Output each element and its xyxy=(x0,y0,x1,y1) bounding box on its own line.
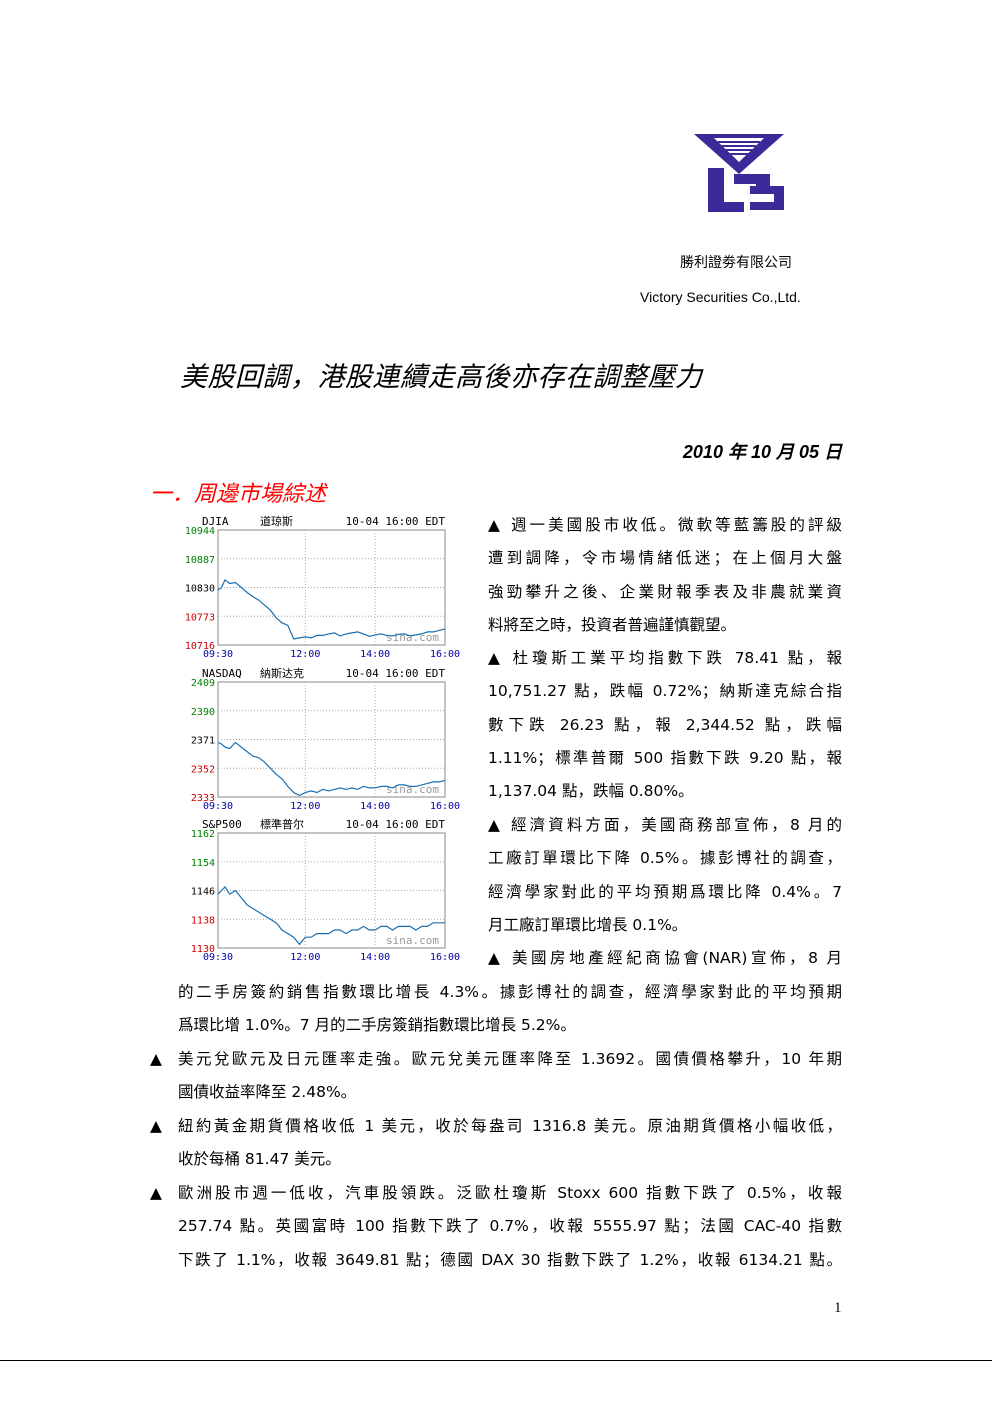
chart-timestamp: 10-04 16:00 EDT xyxy=(346,667,446,680)
footer-divider xyxy=(0,1360,992,1361)
watermark: sina.com xyxy=(386,631,439,644)
x-tick-label: 12:00 xyxy=(290,649,320,660)
page-number: 1 xyxy=(834,1300,842,1316)
y-tick-label: 1138 xyxy=(191,915,215,926)
y-tick-label: 1154 xyxy=(191,858,215,869)
y-tick-label: 10944 xyxy=(185,526,215,537)
paragraph-nar-continued: 的二手房簽約銷售指數環比增長 4.3%。據彭博社的調查，經濟學家對此的平均預期 … xyxy=(178,976,842,1043)
text-line: ▲ 美國房地產經紀商協會(NAR)宣佈，8 月 xyxy=(488,949,842,967)
price-series-line xyxy=(217,885,445,946)
text-line: 工廠訂單環比下降 0.5%。據彭博社的調查， xyxy=(488,849,842,868)
chart-timestamp: 10-04 16:00 EDT xyxy=(346,515,446,528)
y-tick-label: 2371 xyxy=(191,736,215,747)
x-tick-label: 09:30 xyxy=(203,801,233,812)
text-line: 下跌了 1.1%，收報 3649.81 點；德國 DAX 30 指數下跌了 1.… xyxy=(178,1250,842,1269)
y-tick-label: 2333 xyxy=(191,793,215,804)
x-tick-label: 16:00 xyxy=(430,649,460,660)
paragraph-europe: ▲ 歐洲股市週一低收，汽車股領跌。泛歐杜瓊斯 Stoxx 600 指數下跌了 0… xyxy=(150,1177,842,1277)
price-series-line xyxy=(217,741,446,797)
chart-name-label: 標準普尔 xyxy=(260,817,304,831)
paragraph-market-close: ▲ 週一美國股市收低。微軟等藍籌股的評級 遭到調降，令市場情緒低迷；在上個月大盤… xyxy=(488,509,842,642)
x-tick-label: 09:30 xyxy=(203,649,233,660)
text-line: 國債收益率降至 2.48%。 xyxy=(178,1083,357,1102)
y-tick-label: 2352 xyxy=(191,764,215,775)
paragraph-commodities: ▲ 紐約黃金期貨價格收低 1 美元，收於每盎司 1316.8 美元。原油期貨價格… xyxy=(150,1110,842,1177)
section-heading: 一．周邊市場綜述 xyxy=(150,482,327,507)
text-line: 257.74 點。英國富時 100 指數下跌了 0.7%，收報 5555.97 … xyxy=(178,1217,842,1236)
text-line: 爲環比增 1.0%。7 月的二手房簽銷指數環比增長 5.2%。 xyxy=(178,1016,576,1035)
text-line: 紐約黃金期貨價格收低 1 美元，收於每盎司 1316.8 美元。原油期貨價格小幅… xyxy=(178,1117,842,1135)
paragraph-nar-start: ▲ 美國房地產經紀商協會(NAR)宣佈，8 月 xyxy=(488,942,842,975)
y-tick-label: 2409 xyxy=(191,678,215,689)
paragraph-index-summary: ▲ 杜瓊斯工業平均指數下跌 78.41 點，報 10,751.27 點，跌幅 0… xyxy=(488,642,842,808)
text-line: ▲ 週一美國股市收低。微軟等藍籌股的評級 xyxy=(488,516,842,534)
chart-name-label: 納斯达克 xyxy=(260,667,304,680)
text-line: ▲ 杜瓊斯工業平均指數下跌 78.41 點，報 xyxy=(488,649,842,667)
bullet-triangle: ▲ xyxy=(150,1050,162,1068)
y-tick-label: 1130 xyxy=(191,944,215,955)
text-line: 1,137.04 點，跌幅 0.80%。 xyxy=(488,782,694,801)
text-line: 強勁攀升之後、企業財報季表及非農就業資 xyxy=(488,582,842,601)
company-name-chinese: 勝利證劵有限公司 xyxy=(680,255,792,271)
bullet-triangle: ▲ xyxy=(150,1184,162,1202)
y-tick-label: 1146 xyxy=(191,887,215,898)
watermark: sina.com xyxy=(386,783,439,796)
text-line: 料將至之時，投資者普遍謹慎觀望。 xyxy=(488,615,737,634)
paragraph-factory-orders: ▲ 經濟資料方面，美國商務部宣佈，8 月的 工廠訂單環比下降 0.5%。據彭博社… xyxy=(488,809,842,942)
x-tick-label: 09:30 xyxy=(203,952,233,963)
report-title: 美股回調，港股連續走高後亦存在調整壓力 xyxy=(180,362,703,393)
company-name-english: Victory Securities Co.,Ltd. xyxy=(640,289,801,305)
text-line: 美元兌歐元及日元匯率走強。歐元兌美元匯率降至 1.3692。國債價格攀升，10 … xyxy=(178,1050,842,1068)
price-series-line xyxy=(217,578,446,640)
y-tick-label: 10830 xyxy=(185,584,215,595)
chart-code-label: NASDAQ xyxy=(202,667,242,680)
x-tick-label: 14:00 xyxy=(360,952,390,963)
report-date: 2010 年 10 月 05 日 xyxy=(682,442,842,462)
text-line: 數下跌 26.23 點，報 2,344.52 點，跌幅 xyxy=(488,715,842,734)
bullet-triangle: ▲ xyxy=(150,1117,162,1135)
chart-timestamp: 10-04 16:00 EDT xyxy=(346,818,446,831)
x-tick-label: 16:00 xyxy=(430,952,460,963)
text-line: 收於每桶 81.47 美元。 xyxy=(178,1150,341,1169)
text-line: 10,751.27 點，跌幅 0.72%；納斯達克綜合指 xyxy=(488,682,842,701)
watermark: sina.com xyxy=(386,934,439,947)
y-tick-label: 10716 xyxy=(185,641,215,652)
x-tick-label: 12:00 xyxy=(290,801,320,812)
y-tick-label: 2390 xyxy=(191,707,215,718)
text-line: 月工廠訂單環比增長 0.1%。 xyxy=(488,915,688,934)
x-tick-label: 14:00 xyxy=(360,801,390,812)
chart-code-label: S&P500 xyxy=(202,818,242,831)
text-line: ▲ 經濟資料方面，美國商務部宣佈，8 月的 xyxy=(488,816,842,834)
x-tick-label: 14:00 xyxy=(360,649,390,660)
x-tick-label: 16:00 xyxy=(430,801,460,812)
x-tick-label: 12:00 xyxy=(290,952,320,963)
text-line: 遭到調降，令市場情緒低迷；在上個月大盤 xyxy=(488,549,842,568)
y-tick-label: 1162 xyxy=(191,829,215,840)
company-logo xyxy=(694,134,784,218)
paragraph-forex: ▲ 美元兌歐元及日元匯率走強。歐元兌美元匯率降至 1.3692。國債價格攀升，1… xyxy=(150,1043,842,1110)
chart-name-label: 道琼斯 xyxy=(260,514,293,528)
chart-code-label: DJIA xyxy=(202,515,229,528)
text-line: 經濟學家對此的平均預期爲環比降 0.4%。7 xyxy=(488,882,842,901)
text-line: 的二手房簽約銷售指數環比增長 4.3%。據彭博社的調查，經濟學家對此的平均預期 xyxy=(178,983,842,1001)
text-line: 歐洲股市週一低收，汽車股領跌。泛歐杜瓊斯 Stoxx 600 指數下跌了 0.5… xyxy=(178,1184,842,1202)
y-tick-label: 10887 xyxy=(185,555,215,566)
y-tick-label: 10773 xyxy=(185,612,215,623)
text-line: 1.11%；標準普爾 500 指數下跌 9.20 點，報 xyxy=(488,748,842,767)
